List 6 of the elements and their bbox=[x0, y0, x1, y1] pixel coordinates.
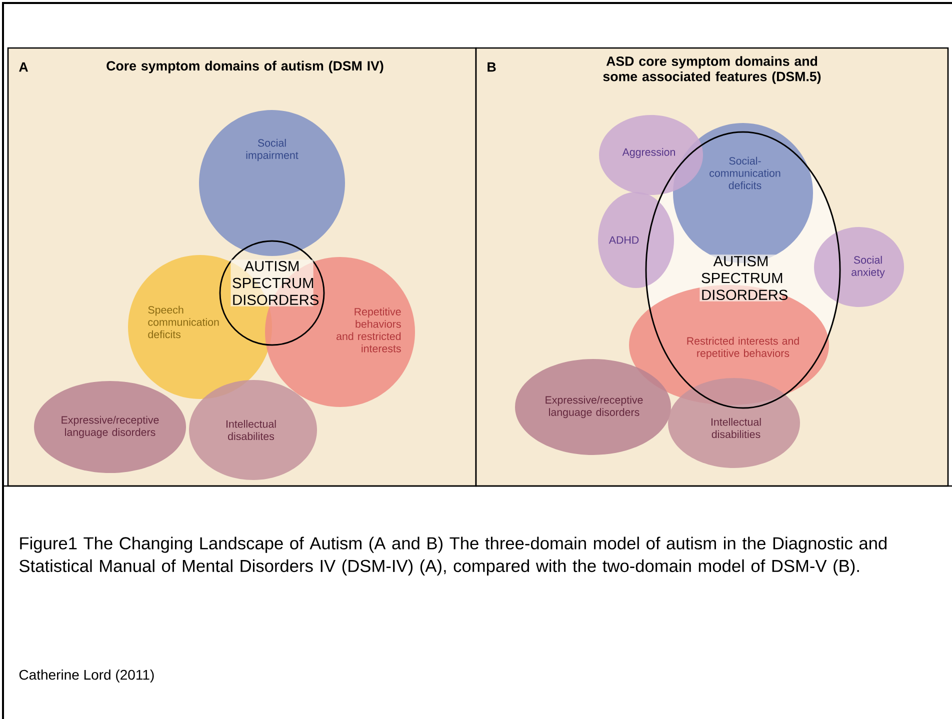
panel-letter: B bbox=[488, 62, 496, 72]
panel-letter: A bbox=[19, 62, 28, 72]
panel-title: ASD core symptom domains and some associated features (DSM.5) bbox=[603, 56, 821, 84]
panel-title: Core symptom domains of autism (DSM IV) bbox=[106, 60, 384, 74]
author-credit: Catherine Lord (2011) bbox=[19, 669, 154, 683]
caption: Figure1 The Changing Landscape of Autism (A and B) The three-domain model of autism in the Diagnostic and Statistical Manual of Mental Disorders IV (DSM-IV) (A), compared with the two-domain model of DSM-V (B). bbox=[20, 536, 886, 576]
